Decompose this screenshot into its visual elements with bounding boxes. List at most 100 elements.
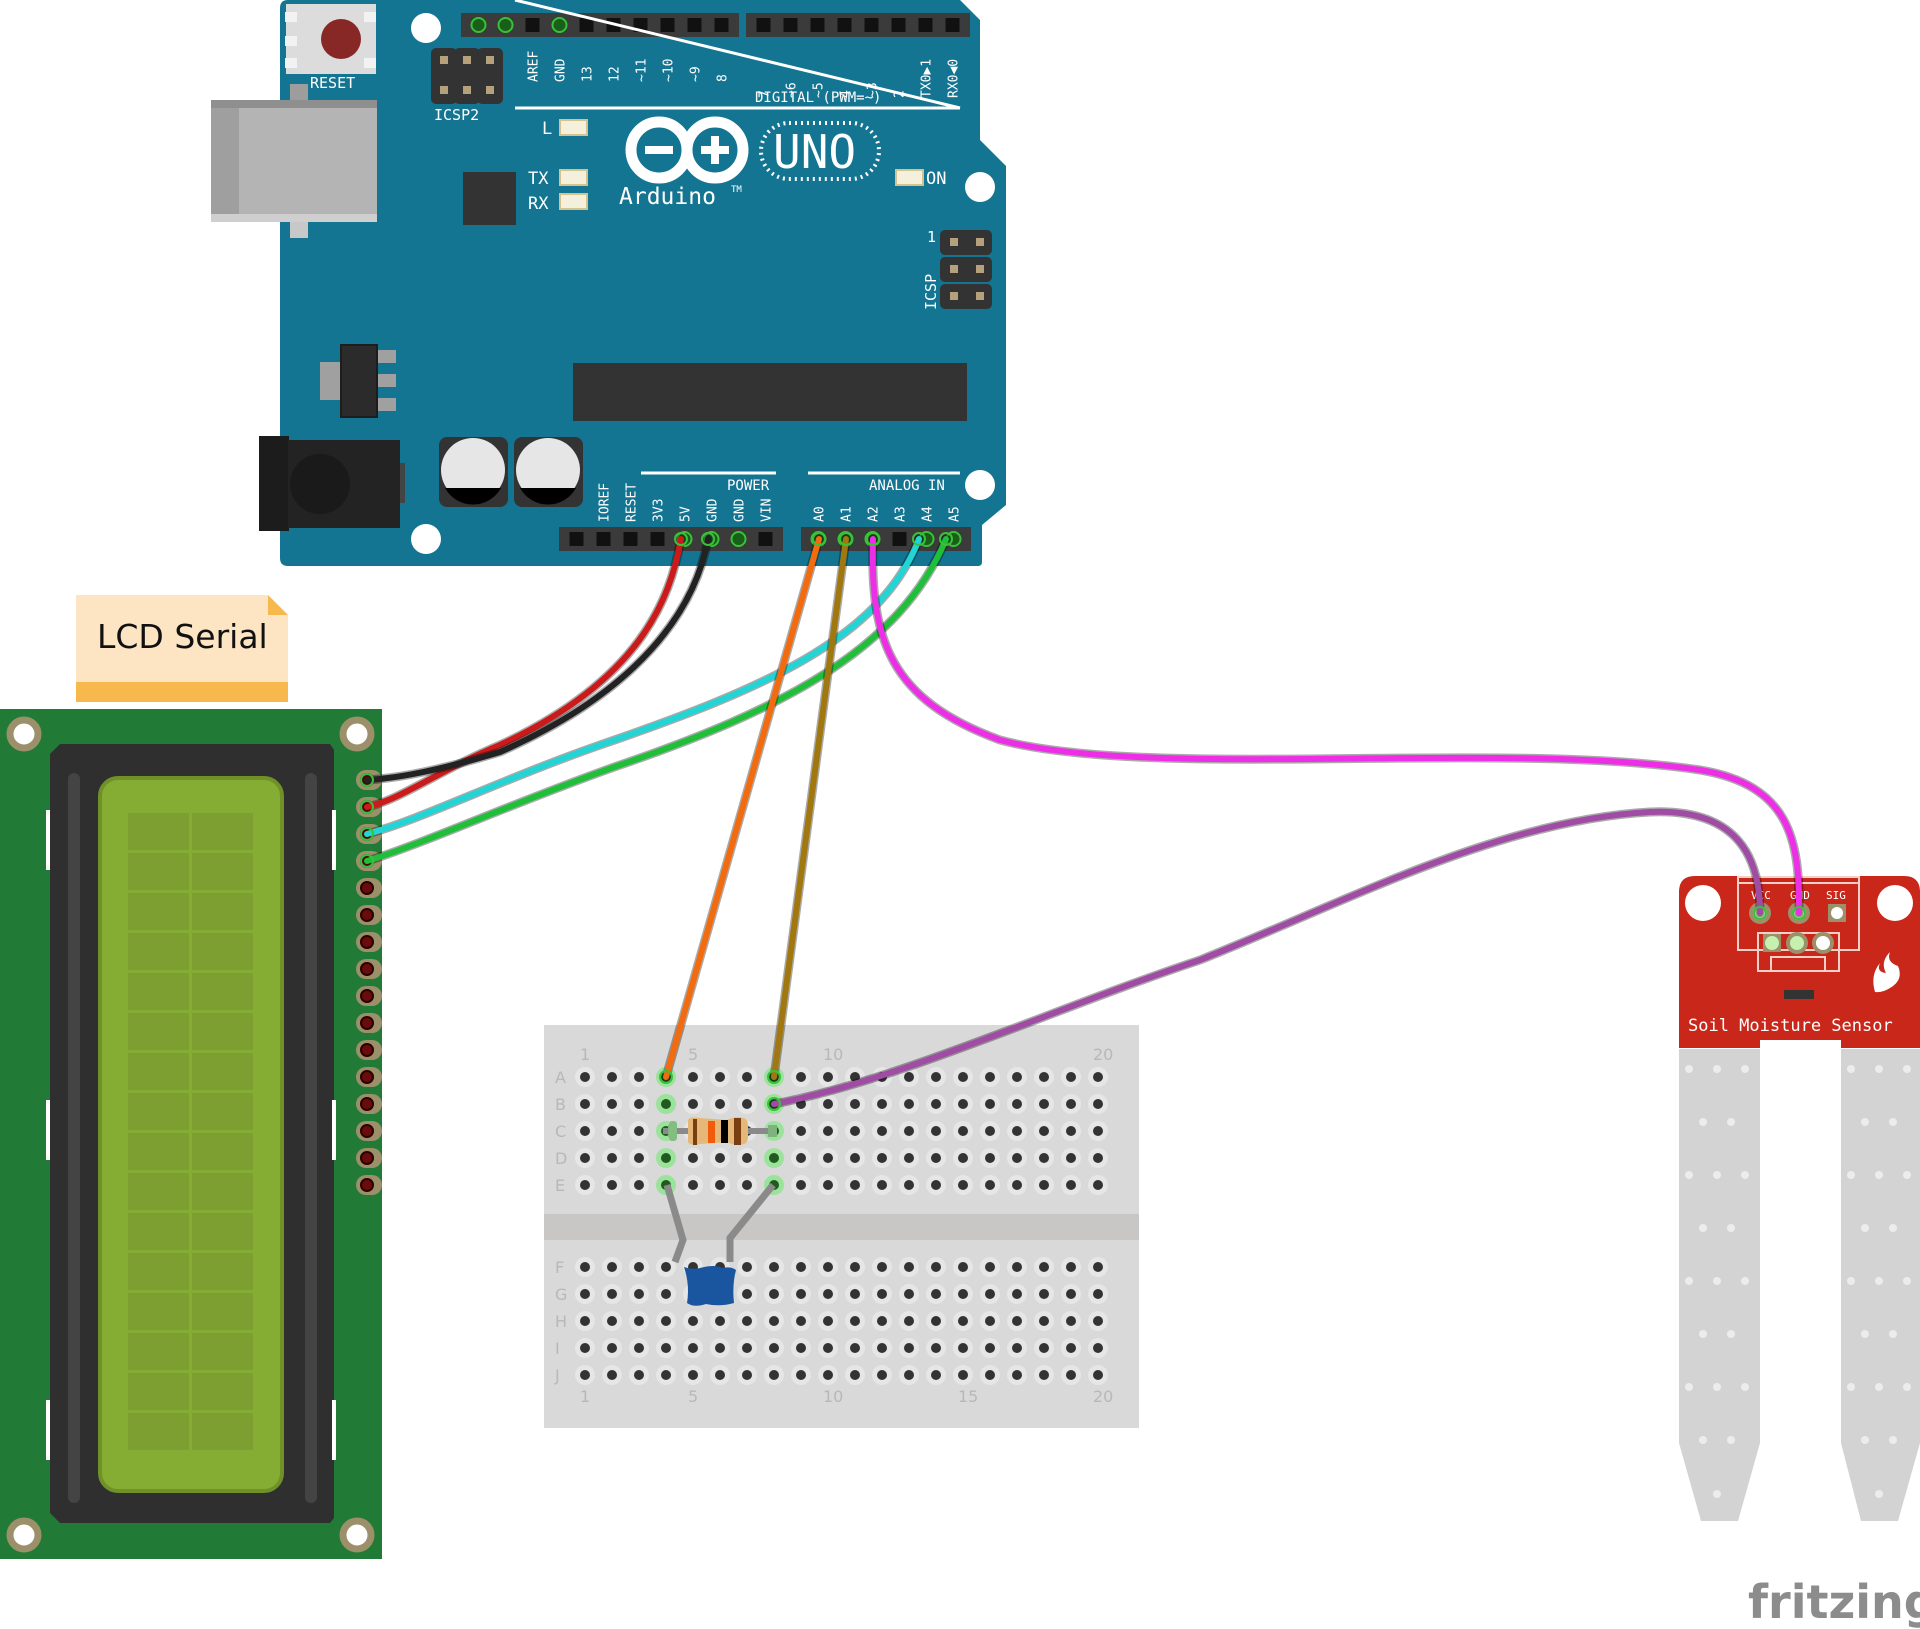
- breadboard-hole[interactable]: [1066, 1289, 1076, 1299]
- header-pin[interactable]: [579, 18, 594, 32]
- breadboard-hole[interactable]: [1012, 1289, 1022, 1299]
- breadboard-hole[interactable]: [1012, 1072, 1022, 1082]
- header-pin[interactable]: [714, 18, 729, 32]
- lcd-pin[interactable]: [360, 908, 374, 922]
- breadboard-hole[interactable]: [688, 1072, 698, 1082]
- breadboard-hole[interactable]: [580, 1153, 590, 1163]
- lcd-pin[interactable]: [360, 989, 374, 1003]
- breadboard-hole[interactable]: [985, 1072, 995, 1082]
- breadboard-hole[interactable]: [1093, 1343, 1103, 1353]
- breadboard-hole[interactable]: [1039, 1180, 1049, 1190]
- breadboard-hole[interactable]: [607, 1180, 617, 1190]
- breadboard-hole[interactable]: [931, 1099, 941, 1109]
- header-pin[interactable]: [758, 532, 773, 546]
- wire-endpoint[interactable]: [701, 532, 715, 546]
- breadboard-hole[interactable]: [661, 1262, 671, 1272]
- breadboard-hole[interactable]: [688, 1343, 698, 1353]
- wire-endpoint[interactable]: [767, 1070, 781, 1084]
- header-pin[interactable]: [945, 18, 960, 32]
- lcd-pin[interactable]: [360, 881, 374, 895]
- wire-endpoint[interactable]: [912, 532, 926, 546]
- breadboard-hole[interactable]: [850, 1153, 860, 1163]
- breadboard-hole[interactable]: [877, 1316, 887, 1326]
- breadboard-hole[interactable]: [580, 1099, 590, 1109]
- breadboard-hole[interactable]: [1066, 1316, 1076, 1326]
- breadboard-hole[interactable]: [823, 1262, 833, 1272]
- breadboard-hole[interactable]: [958, 1099, 968, 1109]
- breadboard-hole[interactable]: [715, 1316, 725, 1326]
- breadboard-hole[interactable]: [931, 1343, 941, 1353]
- breadboard-hole[interactable]: [1066, 1343, 1076, 1353]
- header-pin[interactable]: [918, 18, 933, 32]
- breadboard-hole[interactable]: [1012, 1262, 1022, 1272]
- breadboard-hole[interactable]: [580, 1180, 590, 1190]
- breadboard-hole[interactable]: [985, 1153, 995, 1163]
- breadboard-hole[interactable]: [1066, 1262, 1076, 1272]
- breadboard-hole[interactable]: [850, 1343, 860, 1353]
- breadboard-hole[interactable]: [931, 1316, 941, 1326]
- wire-a4[interactable]: [364, 536, 922, 837]
- breadboard-hole[interactable]: [904, 1099, 914, 1109]
- lcd-pin[interactable]: [360, 1016, 374, 1030]
- breadboard-hole[interactable]: [634, 1099, 644, 1109]
- soil-moisture-sensor[interactable]: VCC GND SIG Soil Moisture Sensor: [1679, 876, 1920, 1521]
- breadboard-hole[interactable]: [904, 1370, 914, 1380]
- wire-a1[interactable]: [771, 536, 849, 1080]
- breadboard-hole[interactable]: [796, 1289, 806, 1299]
- header-pin[interactable]: [891, 18, 906, 32]
- breadboard-hole[interactable]: [607, 1289, 617, 1299]
- breadboard-hole[interactable]: [661, 1316, 671, 1326]
- breadboard-hole[interactable]: [715, 1343, 725, 1353]
- header-pin[interactable]: [810, 18, 825, 32]
- breadboard-hole[interactable]: [1039, 1343, 1049, 1353]
- breadboard-hole[interactable]: [1093, 1370, 1103, 1380]
- breadboard-hole[interactable]: [580, 1072, 590, 1082]
- breadboard-hole[interactable]: [1039, 1289, 1049, 1299]
- breadboard-hole[interactable]: [1012, 1099, 1022, 1109]
- breadboard-hole[interactable]: [1093, 1180, 1103, 1190]
- breadboard-hole[interactable]: [1066, 1072, 1076, 1082]
- breadboard-hole[interactable]: [634, 1343, 644, 1353]
- breadboard-hole[interactable]: [985, 1262, 995, 1272]
- breadboard-hole[interactable]: [904, 1180, 914, 1190]
- breadboard-hole[interactable]: [634, 1153, 644, 1163]
- breadboard-hole[interactable]: [796, 1072, 806, 1082]
- breadboard-hole[interactable]: [661, 1153, 671, 1163]
- breadboard-hole[interactable]: [931, 1262, 941, 1272]
- breadboard-hole[interactable]: [823, 1153, 833, 1163]
- wire-endpoint[interactable]: [360, 827, 374, 841]
- wire-endpoint[interactable]: [839, 532, 853, 546]
- wire-gnd[interactable]: [364, 536, 711, 783]
- breadboard-hole[interactable]: [688, 1370, 698, 1380]
- breadboard-hole[interactable]: [634, 1289, 644, 1299]
- breadboard-hole[interactable]: [580, 1289, 590, 1299]
- breadboard-hole[interactable]: [958, 1343, 968, 1353]
- breadboard-hole[interactable]: [958, 1153, 968, 1163]
- header-pin[interactable]: [892, 532, 907, 546]
- breadboard-hole[interactable]: [634, 1072, 644, 1082]
- breadboard-hole[interactable]: [688, 1153, 698, 1163]
- breadboard-hole[interactable]: [931, 1180, 941, 1190]
- breadboard-hole[interactable]: [634, 1370, 644, 1380]
- breadboard-hole[interactable]: [823, 1316, 833, 1326]
- breadboard-hole[interactable]: [607, 1072, 617, 1082]
- breadboard-hole[interactable]: [1039, 1126, 1049, 1136]
- breadboard-hole[interactable]: [1066, 1180, 1076, 1190]
- breadboard-hole[interactable]: [580, 1126, 590, 1136]
- header-pin[interactable]: [596, 532, 611, 546]
- breadboard-hole[interactable]: [715, 1180, 725, 1190]
- breadboard-hole[interactable]: [742, 1180, 752, 1190]
- wire-endpoint[interactable]: [1753, 906, 1767, 920]
- lcd-pin[interactable]: [360, 1151, 374, 1165]
- breadboard-hole[interactable]: [1093, 1072, 1103, 1082]
- breadboard-hole[interactable]: [931, 1126, 941, 1136]
- breadboard-hole[interactable]: [688, 1099, 698, 1109]
- breadboard-hole[interactable]: [634, 1262, 644, 1272]
- breadboard-hole[interactable]: [580, 1316, 590, 1326]
- lcd-pin[interactable]: [360, 1124, 374, 1138]
- breadboard-hole[interactable]: [688, 1180, 698, 1190]
- header-pin[interactable]: [837, 18, 852, 32]
- breadboard-hole[interactable]: [823, 1180, 833, 1190]
- breadboard-hole[interactable]: [796, 1316, 806, 1326]
